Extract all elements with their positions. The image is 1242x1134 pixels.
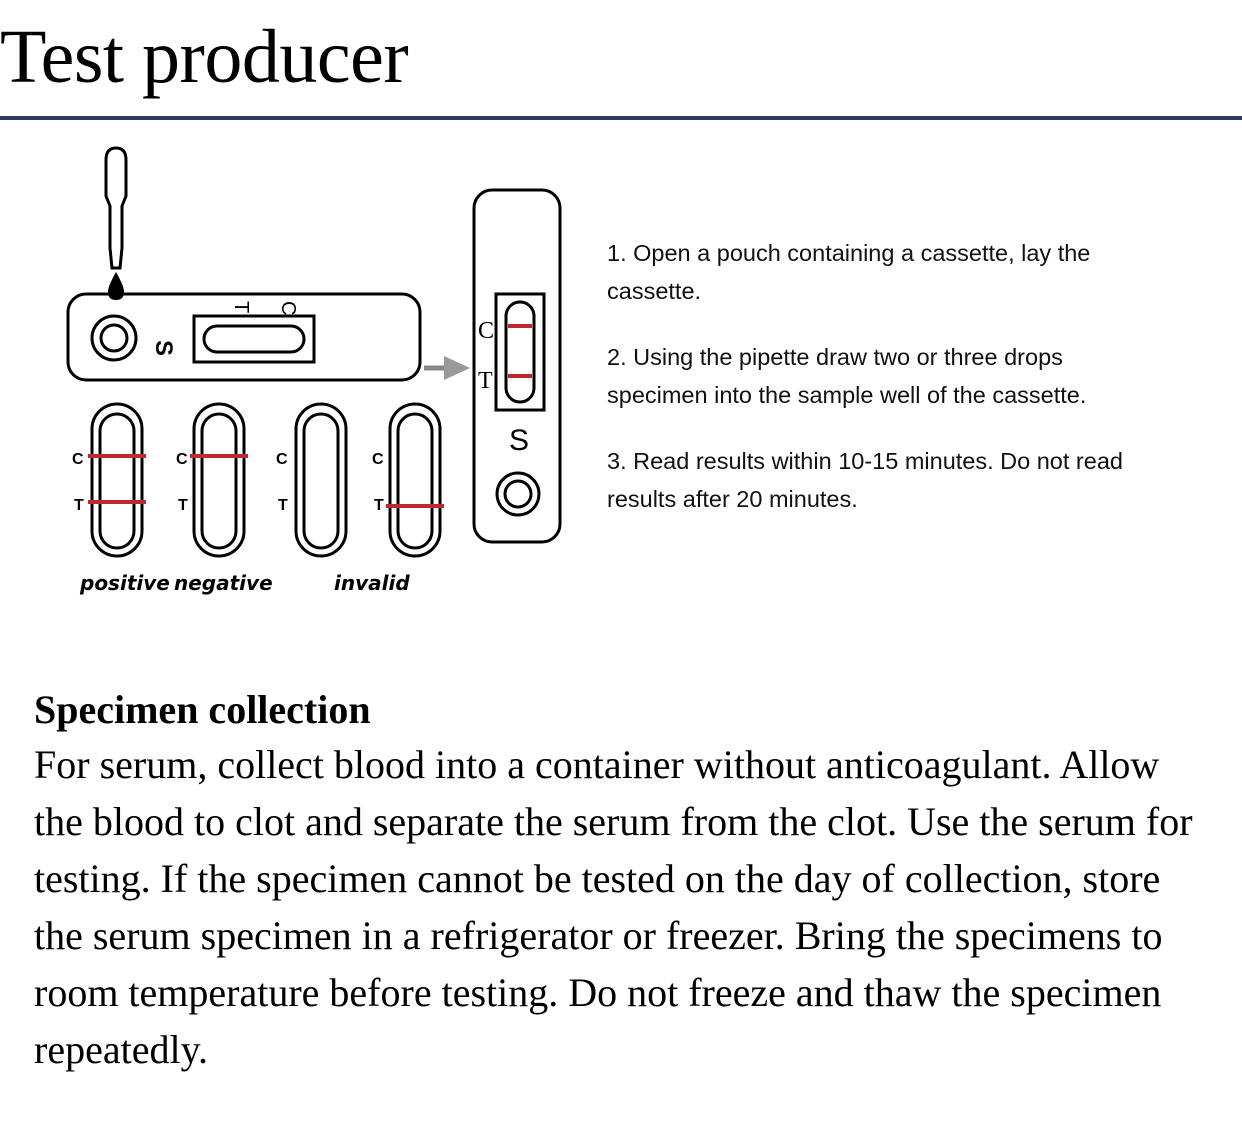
section-body: For serum, collect blood into a containe… [34, 742, 1193, 1072]
procedure-steps: 1. Open a pouch containing a cassette, l… [607, 234, 1227, 546]
invalid-label: invalid [334, 571, 410, 595]
result-strip-invalid-2 [388, 402, 442, 558]
strip-2-c: C [176, 451, 188, 468]
cassette-horizontal [66, 292, 422, 382]
strip-1-c: C [72, 451, 84, 468]
test-procedure-diagram: S C T C T S C T C T C T C T positive neg… [66, 146, 562, 595]
vertical-sample-label: S [509, 424, 529, 457]
horizontal-test-label: T [230, 301, 252, 313]
step-1: 1. Open a pouch containing a cassette, l… [607, 240, 1091, 304]
horizontal-control-label: C [277, 301, 299, 315]
vertical-control-label: C [478, 318, 494, 344]
strip-1-t: T [74, 497, 84, 514]
strip-3-t: T [278, 497, 288, 514]
negative-label: negative [174, 571, 273, 595]
result-strip-invalid-1 [294, 402, 348, 558]
step-2: 2. Using the pipette draw two or three d… [607, 344, 1087, 408]
strip-4-t: T [374, 497, 384, 514]
step-3: 3. Read results within 10-15 minutes. Do… [607, 448, 1123, 512]
result-strip-positive [90, 402, 144, 558]
page-title: Test producer [0, 15, 409, 99]
section-heading: Specimen collection [34, 687, 371, 732]
pipette-icon [104, 146, 128, 300]
result-strip-negative [192, 402, 246, 558]
strip-2-t: T [178, 497, 188, 514]
positive-label: positive [79, 571, 170, 595]
result-lines [88, 324, 532, 508]
cassette-vertical [472, 188, 562, 544]
strip-4-c: C [372, 451, 384, 468]
vertical-test-label: T [478, 368, 493, 394]
specimen-collection-section: Specimen collection For serum, collect b… [34, 684, 1224, 1078]
title-divider [0, 116, 1242, 120]
horizontal-sample-label: S [150, 340, 177, 356]
arrow-right-icon [424, 356, 470, 380]
strip-3-c: C [276, 451, 288, 468]
